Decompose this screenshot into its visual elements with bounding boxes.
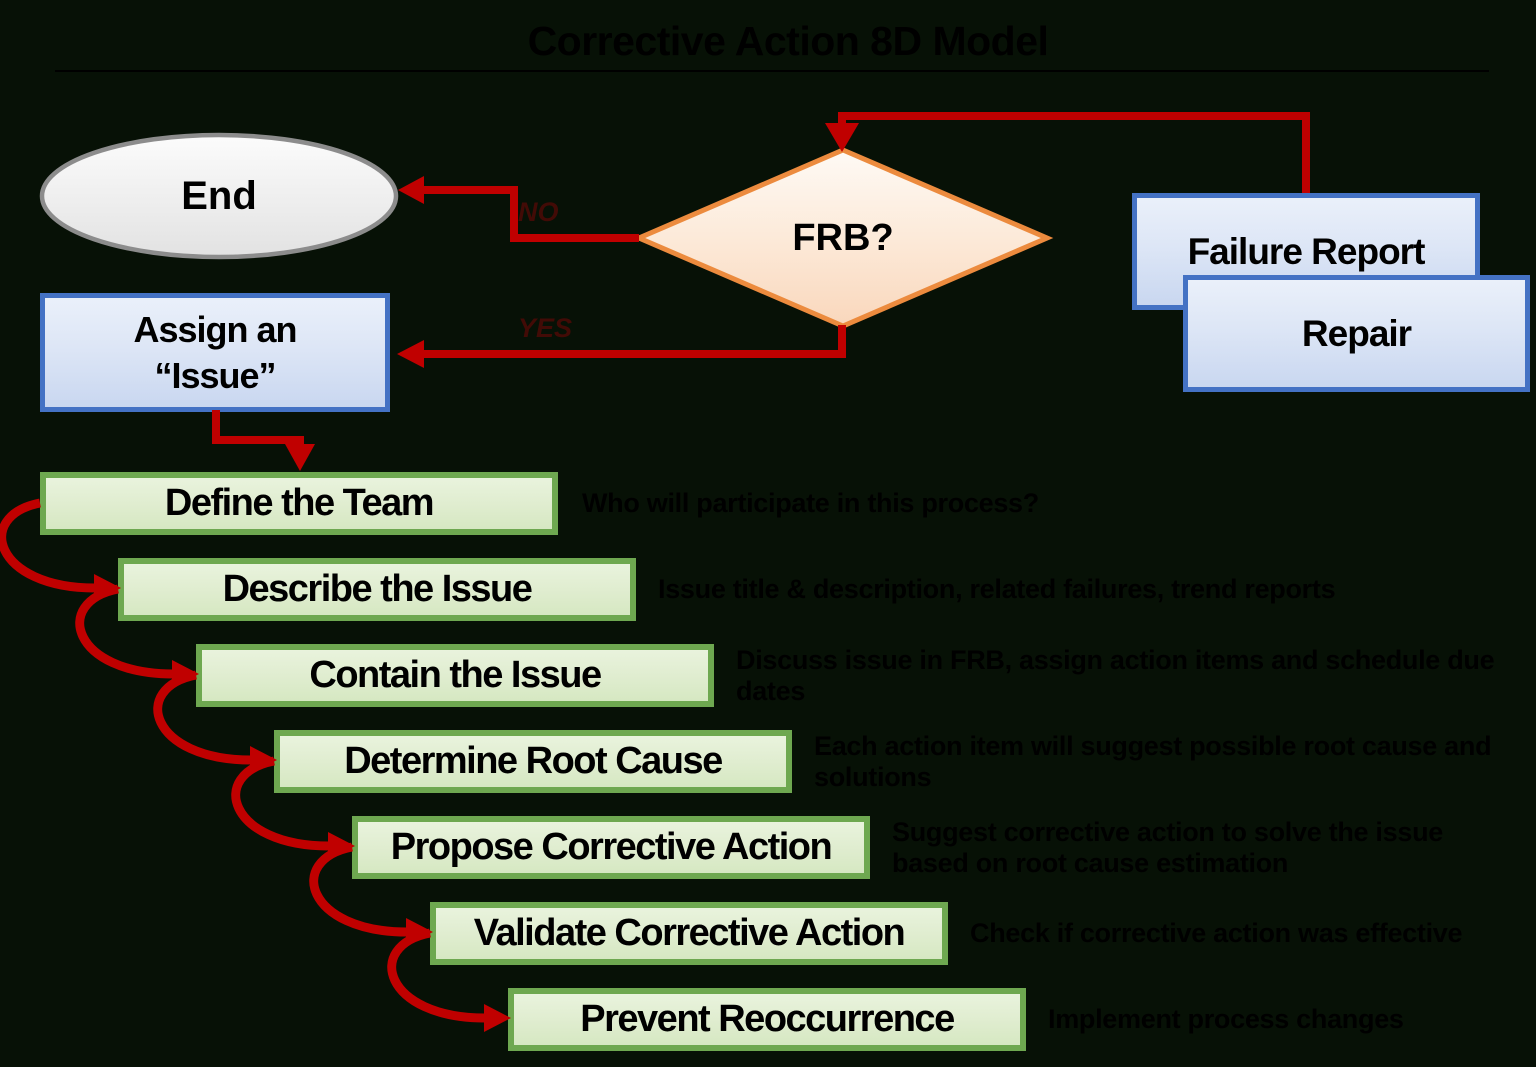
step-box-determine-root-cause: Determine Root Cause	[274, 730, 792, 793]
yes-edge-label: YES	[518, 313, 573, 343]
step-box-prevent-reoccurrence: Prevent Reoccurrence	[508, 988, 1026, 1051]
step-box-propose-corrective-action: Propose Corrective Action	[352, 816, 870, 879]
repair-box: Repair	[1183, 275, 1530, 392]
end-label: End	[181, 173, 257, 218]
title-underline	[55, 70, 1489, 72]
step-box-validate-corrective-action: Validate Corrective Action	[430, 902, 948, 965]
step-description-describe-issue: Issue title & description, related failu…	[658, 574, 1336, 604]
page-title: Corrective Action 8D Model	[527, 18, 1049, 64]
assign-issue-label: Assign an “Issue”	[133, 308, 297, 396]
step-description-contain-issue: Discuss issue in FRB, assign action item…	[736, 644, 1495, 706]
step-description-propose-corrective-action: Suggest corrective action to solve the i…	[892, 816, 1443, 878]
step-box-describe-issue: Describe the Issue	[118, 558, 636, 621]
step-description-prevent-reoccurrence: Implement process changes	[1048, 1004, 1404, 1034]
no-edge-label: NO	[518, 197, 559, 227]
step-description-validate-corrective-action: Check if corrective action was effective	[970, 918, 1463, 948]
frb-label: FRB?	[792, 216, 894, 259]
step-box-define-team: Define the Team	[40, 472, 558, 535]
end-terminator-shape	[39, 132, 399, 260]
step-box-contain-issue: Contain the Issue	[196, 644, 714, 707]
assign-issue-box: Assign an “Issue”	[40, 293, 390, 412]
step-description-define-team: Who will participate in this process?	[582, 488, 1039, 518]
step-description-determine-root-cause: Each action item will suggest possible r…	[814, 730, 1492, 792]
